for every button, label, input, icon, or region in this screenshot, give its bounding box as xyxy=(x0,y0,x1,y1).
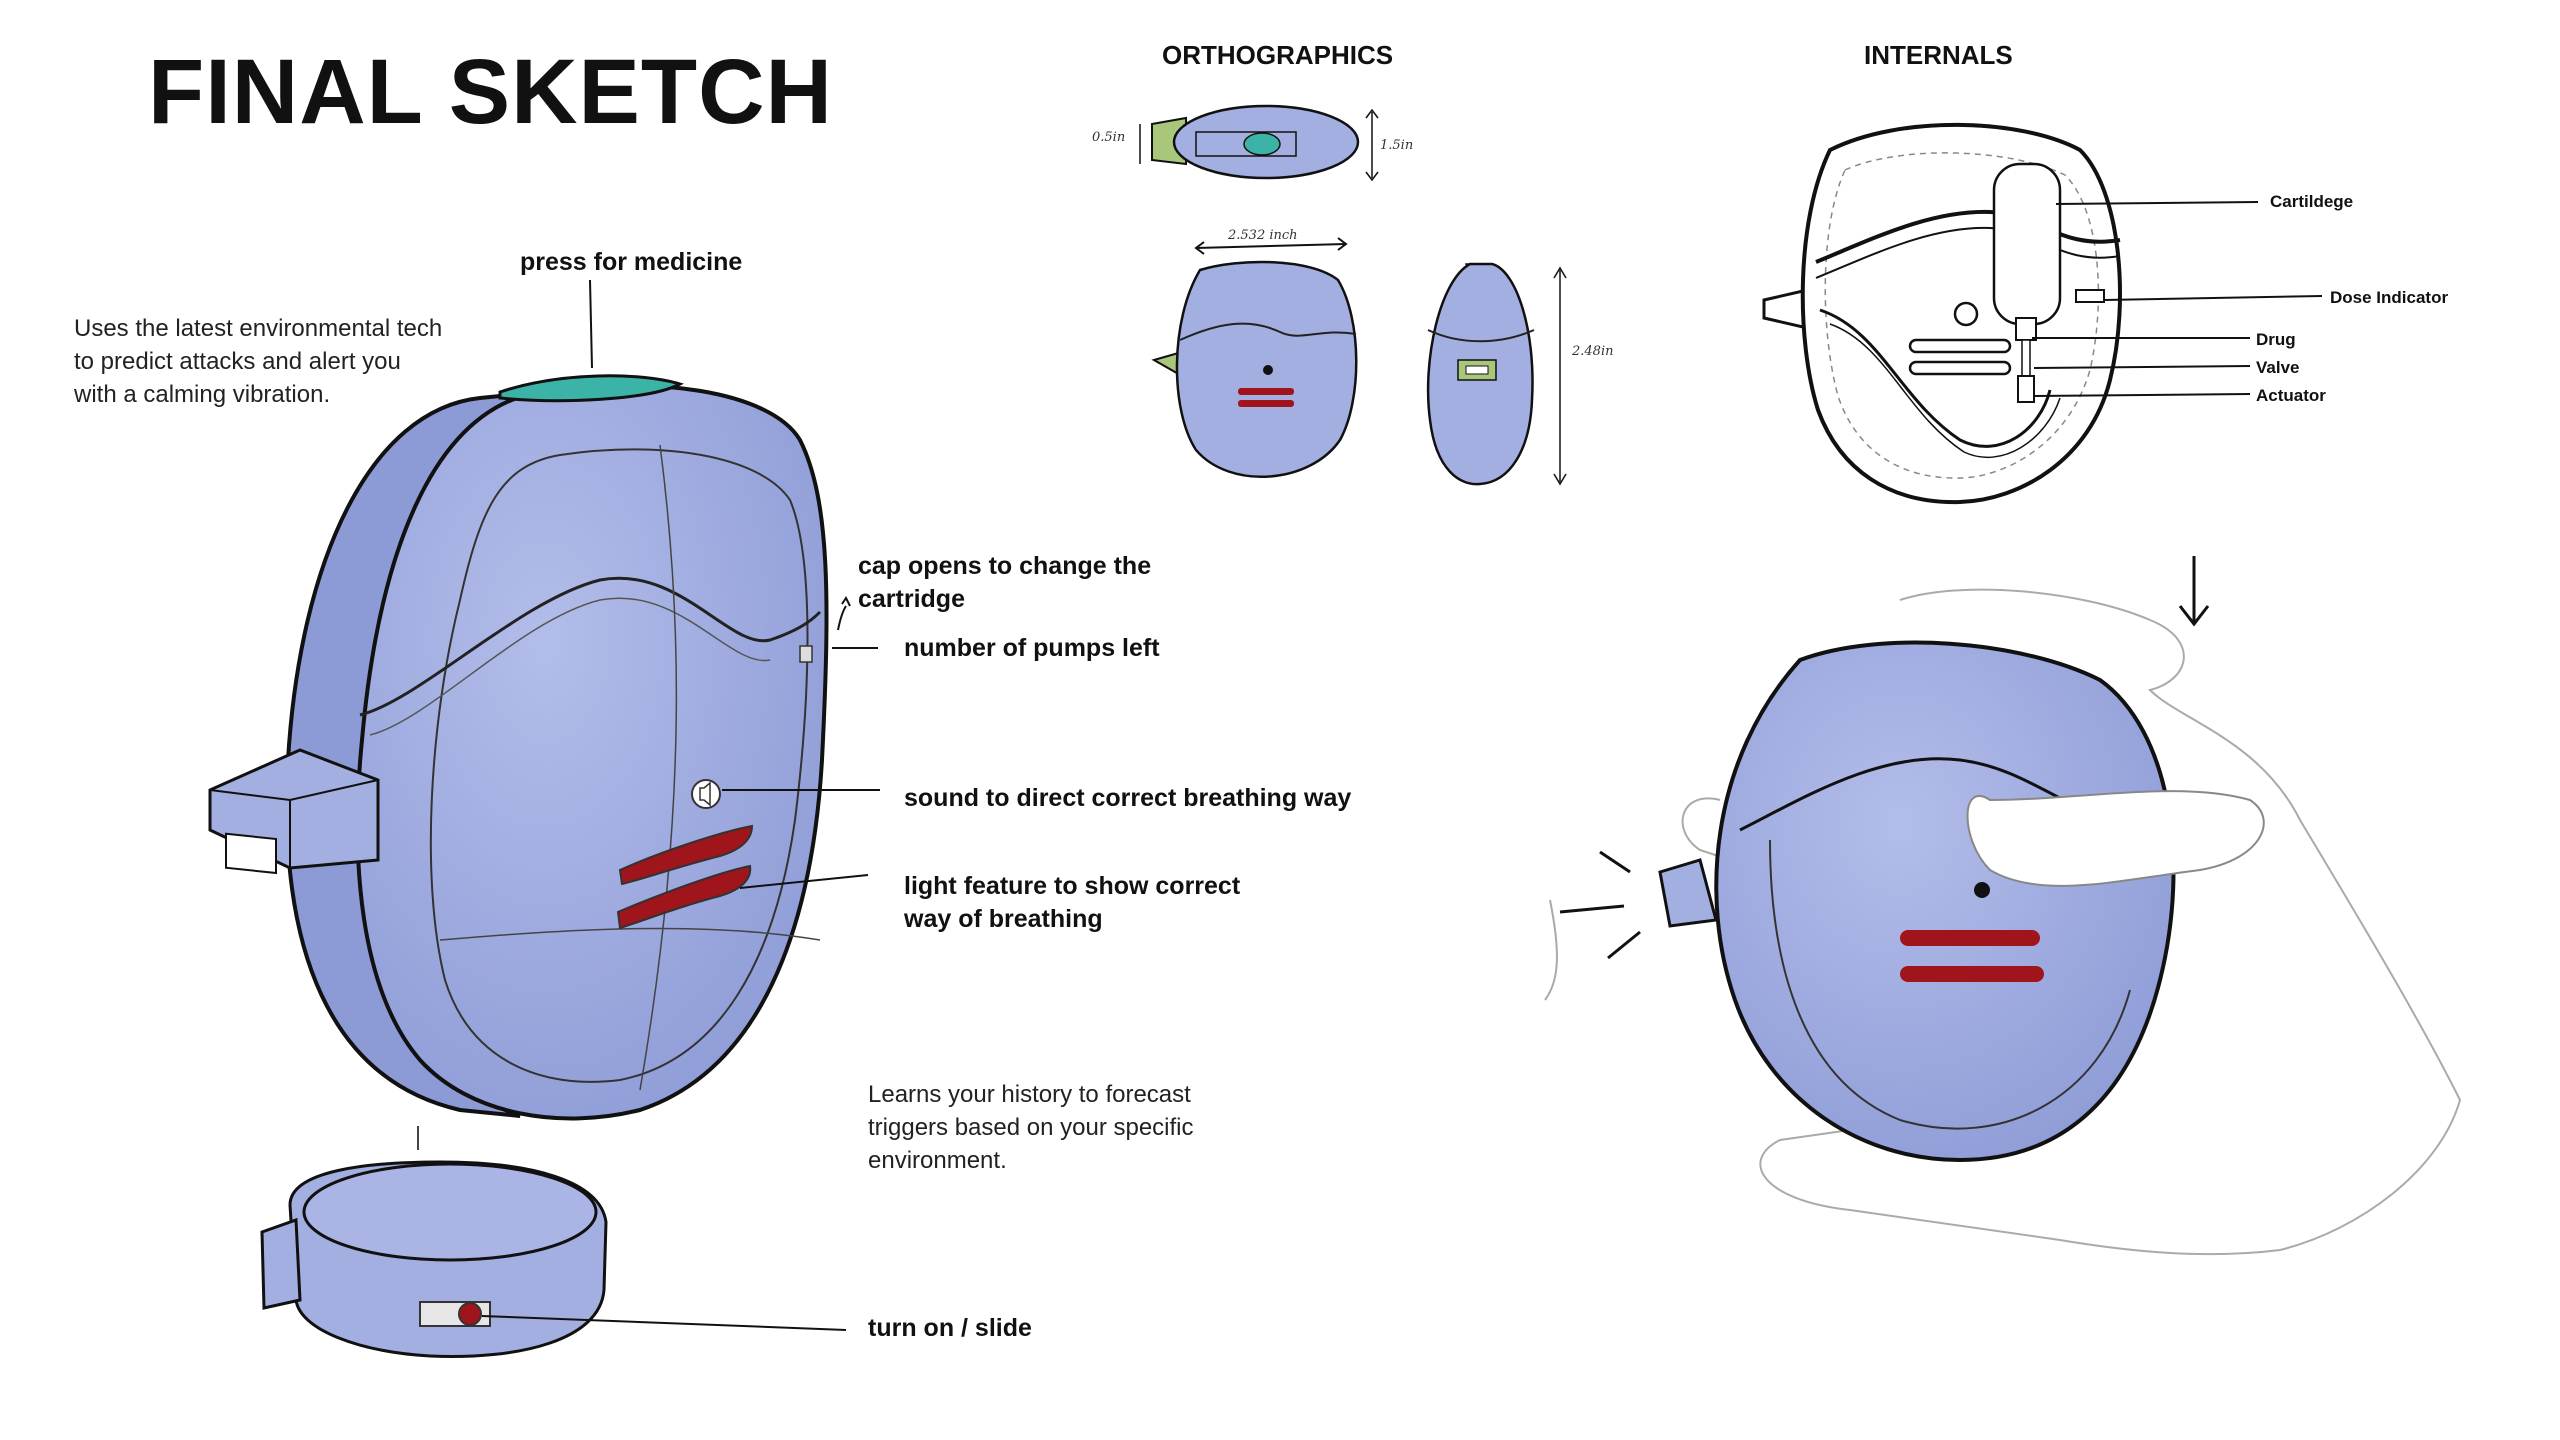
callout-press: press for medicine xyxy=(520,248,743,276)
main-sound-button xyxy=(691,779,721,809)
main-pump-counter xyxy=(799,645,813,663)
internals-diagram xyxy=(1762,122,2323,505)
hand-light-bar-1 xyxy=(1900,930,2040,946)
hand-illustration xyxy=(1544,556,2462,1256)
main-light-bar-2 xyxy=(616,864,752,930)
callout-turn-on: turn on / slide xyxy=(868,1314,1032,1342)
dim-height-top: 1.5in xyxy=(1380,138,1414,153)
learns-description: Learns your history to forecast triggers… xyxy=(868,1081,1194,1174)
callout-pumps: number of pumps left xyxy=(904,634,1160,662)
main-press-button xyxy=(498,374,684,403)
bottom-device xyxy=(260,1126,847,1358)
label-dose-indicator: Dose Indicator xyxy=(2330,288,2449,307)
hand-thumb xyxy=(1966,790,2265,887)
main-cap-seam xyxy=(359,576,822,717)
environmental-description: Uses the latest environmental tech to pr… xyxy=(74,315,443,408)
hand-device-mouthpiece xyxy=(1658,858,1718,928)
hand-light-bar-2 xyxy=(1900,966,2044,982)
dim-width: 2.532 inch xyxy=(1228,228,1298,243)
main-light-bar-1 xyxy=(618,824,754,886)
callout-sound: sound to direct correct breathing way xyxy=(904,784,1352,812)
dim-depth: 0.5in xyxy=(1092,130,1126,145)
main-inner-panel xyxy=(429,448,809,1083)
dim-height-side: 2.48in xyxy=(1572,344,1614,359)
ortho-front-view xyxy=(1151,237,1358,478)
main-front-face xyxy=(355,383,829,1121)
callout-cap: cap opens to change the cartridge xyxy=(858,552,1152,613)
section-orthographics: ORTHOGRAPHICS xyxy=(1162,40,1394,70)
page-title: FINAL SKETCH xyxy=(148,41,833,143)
label-cartridge: Cartildege xyxy=(2270,192,2354,211)
main-device xyxy=(208,279,880,1121)
label-actuator: Actuator xyxy=(2256,386,2326,405)
bottom-top-face xyxy=(302,1162,598,1262)
bottom-mouthpiece xyxy=(260,1217,302,1310)
hand-outline xyxy=(1759,588,2462,1256)
hand-device-body xyxy=(1714,640,2176,1163)
label-drug: Drug xyxy=(2256,330,2296,349)
ortho-side-view xyxy=(1426,262,1567,486)
section-internals: INTERNALS xyxy=(1864,40,2013,70)
ortho-top-view xyxy=(1139,104,1379,182)
callout-light: light feature to show correct way of bre… xyxy=(904,872,1241,933)
label-valve: Valve xyxy=(2256,358,2300,377)
